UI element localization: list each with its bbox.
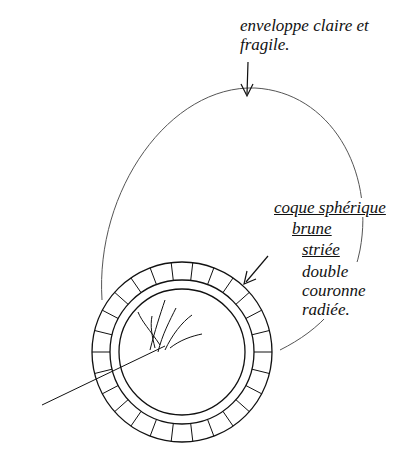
stripe: [150, 419, 156, 436]
stripe: [223, 411, 233, 426]
stripe: [131, 278, 141, 293]
arrowhead: [244, 271, 256, 284]
stripe: [92, 352, 110, 353]
stripe: [171, 263, 173, 281]
stripe: [252, 369, 270, 373]
stripe: [171, 424, 173, 442]
stripe: [246, 386, 262, 394]
stripe: [236, 400, 250, 412]
stripe: [115, 292, 129, 304]
stripe: [223, 278, 233, 293]
inner-ring: [119, 289, 245, 415]
crown-label: double couronne radiée.: [300, 262, 384, 319]
stripe: [150, 268, 156, 285]
stripe: [236, 292, 250, 304]
texture-label: striée: [300, 240, 342, 259]
stripe: [208, 419, 214, 436]
stripe: [95, 331, 113, 335]
stripe: [102, 310, 118, 318]
fibres: [138, 300, 202, 352]
stripe: [191, 263, 193, 281]
stripe: [246, 310, 262, 318]
stripe: [208, 268, 214, 285]
stripe: [131, 411, 141, 426]
envelope-label: enveloppe claire et fragile.: [238, 16, 372, 54]
radial-stripes: [92, 263, 272, 442]
outer-ring: [92, 262, 272, 442]
pointer-line: [42, 346, 165, 405]
stripe: [191, 424, 193, 442]
middle-ring: [110, 280, 254, 424]
colour-label: brune: [290, 219, 334, 238]
arrowhead: [241, 84, 253, 96]
shell-arrow: [246, 256, 268, 282]
shell-label: coque sphérique: [272, 198, 388, 217]
stripe: [254, 352, 272, 353]
stripe: [102, 386, 118, 394]
stripe: [115, 400, 129, 412]
envelope-arrow: [247, 62, 248, 94]
stripe: [252, 331, 270, 335]
